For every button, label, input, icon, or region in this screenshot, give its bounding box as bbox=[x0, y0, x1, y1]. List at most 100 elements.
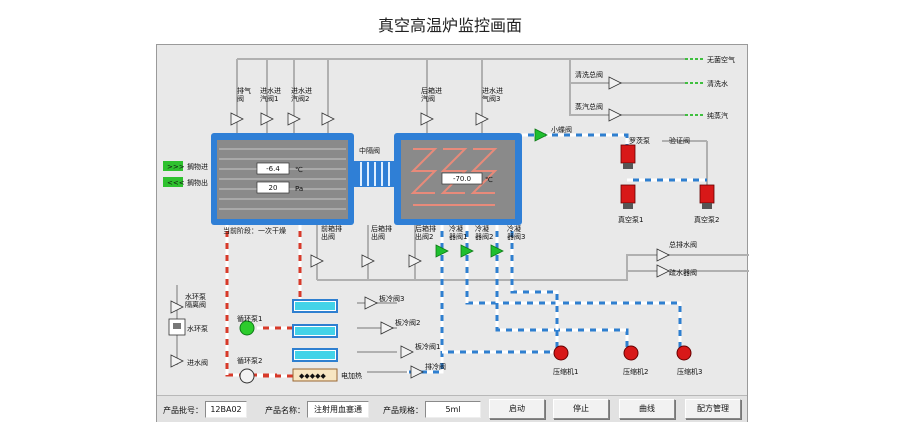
inlet-water-label: 进水阀 bbox=[187, 358, 208, 367]
condenser-valve-2-icon[interactable] bbox=[460, 244, 474, 258]
rear-drain-valve-1-icon[interactable] bbox=[361, 254, 375, 268]
water-ring-pump[interactable] bbox=[168, 318, 186, 336]
middle-isolation-valve[interactable]: 中隔阀 bbox=[354, 146, 394, 187]
shelf-in-label: 搁物进 bbox=[187, 162, 208, 171]
exhaust-valve-icon[interactable] bbox=[230, 112, 244, 126]
shelf-out-indicator[interactable]: <<< 搁物出 bbox=[163, 177, 208, 187]
compressor-1[interactable] bbox=[553, 345, 569, 361]
shelf-in-indicator[interactable]: >>> 搁物进 bbox=[163, 161, 208, 171]
page-title: 真空高温炉监控画面 bbox=[377, 16, 522, 35]
svg-text:器阀2: 器阀2 bbox=[475, 232, 493, 241]
steam-main-valve-icon[interactable] bbox=[608, 108, 622, 122]
svg-text:进水进: 进水进 bbox=[260, 86, 281, 95]
spec-label: 产品规格： bbox=[383, 406, 423, 415]
svg-text:进水进: 进水进 bbox=[482, 86, 503, 95]
svg-text:<<<: <<< bbox=[167, 179, 185, 187]
rear-chamber: -70.0 ℃ bbox=[394, 133, 522, 225]
ring-pump-isolation-valve-icon[interactable] bbox=[170, 300, 184, 314]
drain-valve-icon[interactable] bbox=[410, 365, 424, 379]
status-bar: 产品批号： 12BA02 产品名称： 注射用血塞通 产品规格： 5ml 启动 停… bbox=[157, 395, 747, 422]
start-button[interactable]: 启动 bbox=[489, 399, 545, 419]
circulation-pump-2[interactable] bbox=[239, 368, 255, 384]
compressor-3[interactable] bbox=[676, 345, 692, 361]
external-lines: 无菌空气 清洗水 纯蒸汽 bbox=[685, 55, 735, 120]
svg-text:隔离阀: 隔离阀 bbox=[185, 300, 206, 309]
vacuum-pump-2[interactable] bbox=[699, 184, 715, 209]
svg-text:汽阀1: 汽阀1 bbox=[260, 94, 278, 103]
main-drain-label: 总排水阀 bbox=[669, 240, 697, 249]
plate-cool-valve-2-icon[interactable] bbox=[380, 321, 394, 335]
front-temperature-value: -6.4 bbox=[266, 165, 280, 173]
small-butterfly-valve-icon[interactable] bbox=[534, 128, 548, 142]
condenser-valve-3-icon[interactable] bbox=[490, 244, 504, 258]
roots-label: 罗茨泵 bbox=[629, 136, 650, 145]
sterile-air-label: 无菌空气 bbox=[707, 55, 735, 64]
hot-pipes bbox=[225, 225, 302, 378]
water-inlet-valve-4-icon[interactable] bbox=[475, 112, 489, 126]
name-label: 产品名称： bbox=[265, 406, 305, 415]
svg-text:冷凝: 冷凝 bbox=[475, 224, 489, 233]
main-drain-valve-icon[interactable] bbox=[656, 248, 670, 262]
small-butterfly-label: 小蝶阀 bbox=[551, 125, 572, 134]
svg-text:汽阀2: 汽阀2 bbox=[291, 94, 309, 103]
clean-main-valve-icon[interactable] bbox=[608, 76, 622, 90]
stage-text: 当前阶段：一次干燥 bbox=[223, 226, 286, 235]
svg-text:出阀: 出阀 bbox=[321, 232, 335, 241]
svg-text:器阀1: 器阀1 bbox=[449, 232, 467, 241]
water-inlet-valve-1-icon[interactable] bbox=[260, 112, 274, 126]
clean-water-label: 清洗水 bbox=[707, 79, 728, 88]
exhaust-label: 排气 bbox=[237, 86, 251, 95]
svg-text:汽阀: 汽阀 bbox=[421, 94, 435, 103]
middle-isolation-label: 中隔阀 bbox=[359, 146, 380, 155]
roots-pump[interactable] bbox=[620, 144, 636, 169]
svg-text:后箱进: 后箱进 bbox=[421, 86, 442, 95]
inlet-water-valve-icon[interactable] bbox=[170, 354, 184, 368]
exhaust-label-2: 阀 bbox=[237, 94, 244, 103]
svg-text:前箱排: 前箱排 bbox=[321, 224, 342, 233]
compressor-3-label: 压缩机3 bbox=[677, 367, 702, 376]
circ-pump-2-label: 循环泵2 bbox=[237, 356, 262, 365]
svg-text:>>>: >>> bbox=[167, 163, 185, 171]
condenser-valve-1-icon[interactable] bbox=[435, 244, 449, 258]
water-inlet-valve-2-icon[interactable] bbox=[287, 112, 301, 126]
plate-cool-1-label: 板冷阀1 bbox=[415, 342, 440, 351]
steam-main-label: 蒸汽总阀 bbox=[575, 102, 603, 111]
compressor-2[interactable] bbox=[623, 345, 639, 361]
front-temperature-unit: ℃ bbox=[295, 166, 303, 174]
rear-drain-valve-2-icon[interactable] bbox=[408, 254, 422, 268]
svg-text:后箱排: 后箱排 bbox=[371, 224, 392, 233]
batch-value: 12BA02 bbox=[205, 401, 247, 418]
front-drain-valve-icon[interactable] bbox=[310, 254, 324, 268]
shelf-out-label: 搁物出 bbox=[187, 178, 208, 187]
water-ring-pump-label: 水环泵 bbox=[187, 324, 208, 333]
pure-steam-label: 纯蒸汽 bbox=[707, 111, 728, 120]
svg-text:气阀3: 气阀3 bbox=[482, 94, 500, 103]
process-diagram: -6.4 20 ℃ Pa 中隔阀 -70.0 ℃ >>> 搁物进 bbox=[163, 55, 749, 384]
rear-inlet-valve-icon[interactable] bbox=[420, 112, 434, 126]
verify-label: 验证阀 bbox=[669, 136, 690, 145]
svg-text:冷凝: 冷凝 bbox=[449, 224, 463, 233]
plate-cool-valve-1-icon[interactable] bbox=[400, 345, 414, 359]
recipe-management-button[interactable]: 配方管理 bbox=[685, 399, 741, 419]
heater-label: 电加热 bbox=[341, 371, 362, 380]
circulation-pump-1[interactable] bbox=[239, 320, 255, 336]
trap-valve-icon[interactable] bbox=[656, 264, 670, 278]
front-pressure-value: 20 bbox=[269, 184, 278, 192]
svg-text:水环泵: 水环泵 bbox=[185, 292, 206, 301]
cold-pipes bbox=[407, 133, 707, 374]
compressor-2-label: 压缩机2 bbox=[623, 367, 648, 376]
stop-button[interactable]: 停止 bbox=[553, 399, 609, 419]
front-pressure-unit: Pa bbox=[295, 185, 303, 193]
vacuum-pump-1[interactable] bbox=[620, 184, 636, 209]
vacuum-pump-2-label: 真空泵2 bbox=[694, 215, 719, 224]
plate-cool-valve-3-icon[interactable] bbox=[364, 296, 378, 310]
svg-text:后箱排: 后箱排 bbox=[415, 224, 436, 233]
curve-button[interactable]: 曲线 bbox=[619, 399, 675, 419]
plate-cool-3-label: 板冷阀3 bbox=[379, 294, 404, 303]
circ-pump-1-label: 循环泵1 bbox=[237, 314, 262, 323]
water-inlet-valve-3-icon[interactable] bbox=[321, 112, 335, 126]
svg-text:器阀3: 器阀3 bbox=[507, 232, 525, 241]
rear-temperature-unit: ℃ bbox=[485, 176, 493, 184]
clean-main-label: 清洗总阀 bbox=[575, 70, 603, 79]
